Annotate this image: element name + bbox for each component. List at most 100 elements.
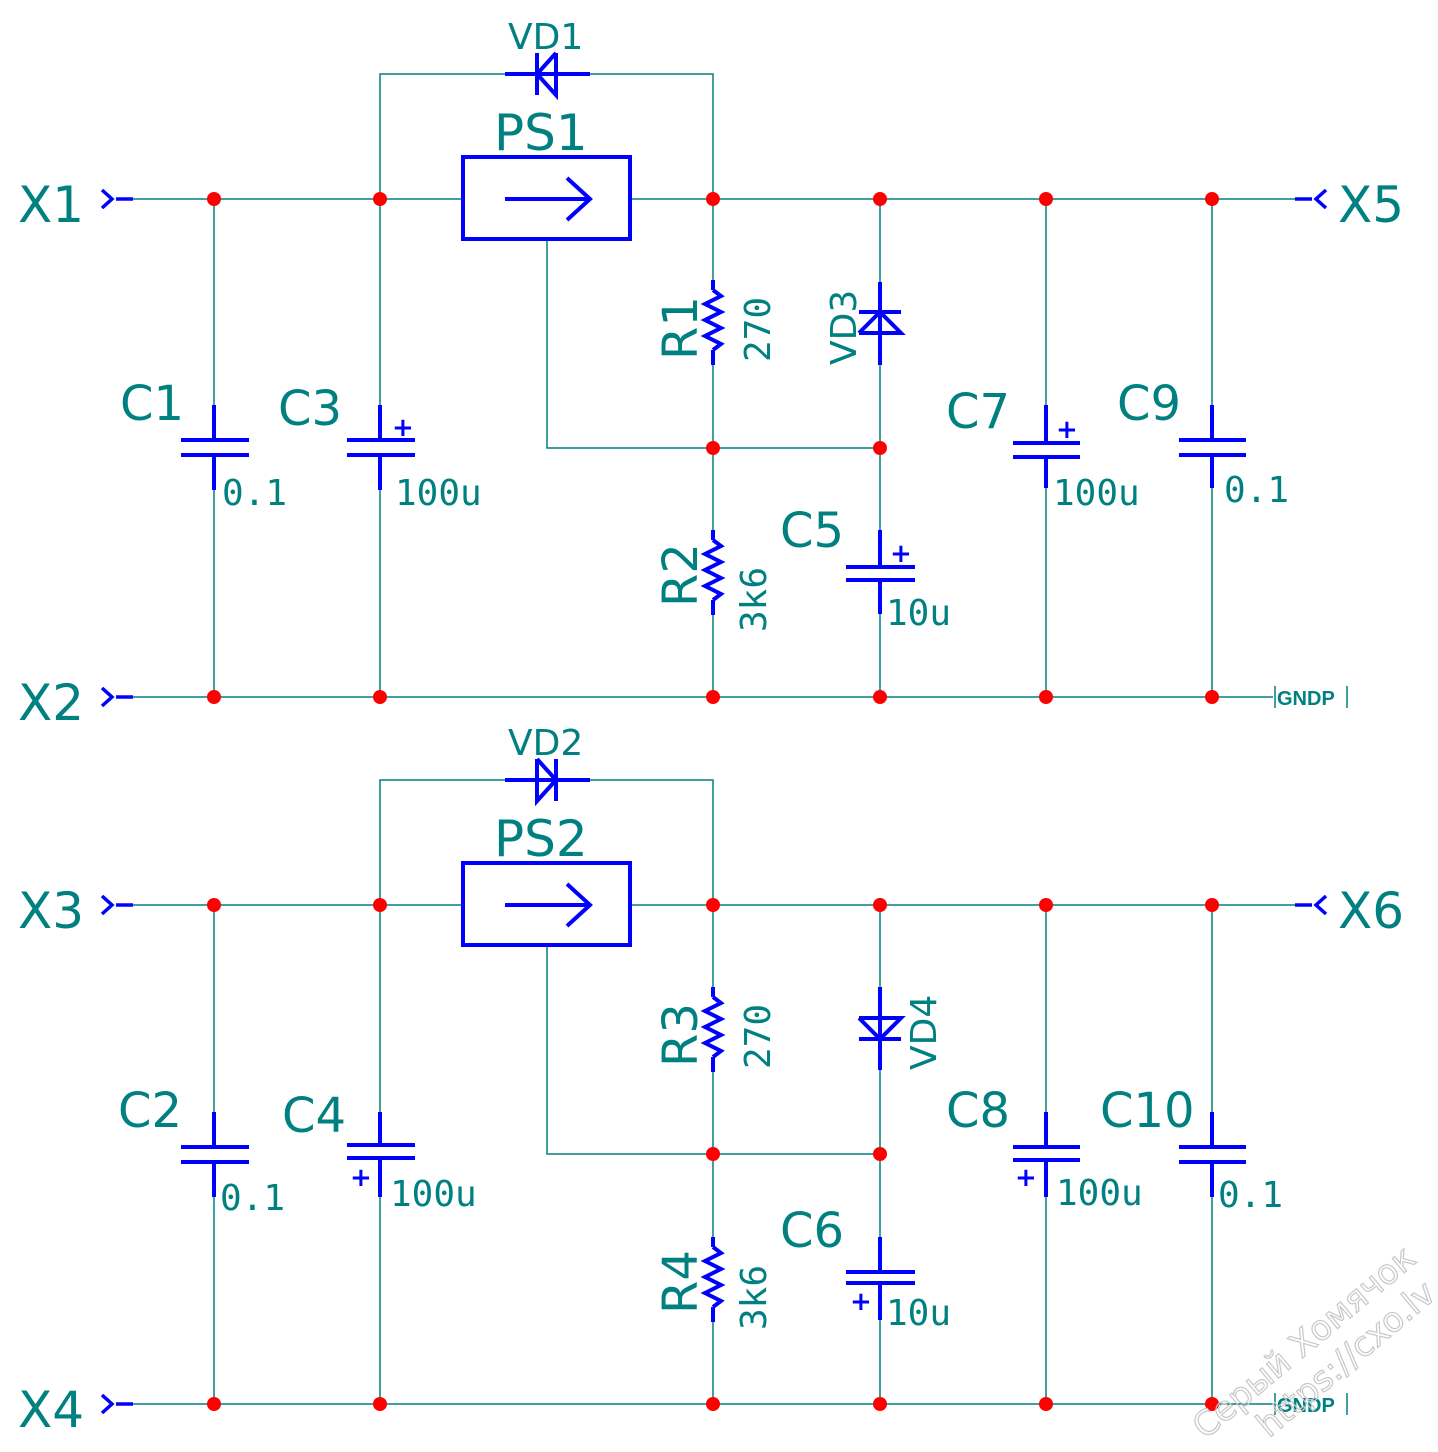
connector-x1[interactable]: X1 bbox=[18, 176, 133, 234]
label-ps1: PS1 bbox=[494, 104, 588, 162]
junction-dot bbox=[207, 1397, 221, 1411]
regulator-ps1[interactable]: PS1 bbox=[461, 104, 632, 241]
junction-dot bbox=[1205, 898, 1219, 912]
junction-dot bbox=[1205, 1397, 1219, 1411]
junction-dot bbox=[706, 192, 720, 206]
wire-vd1-right bbox=[590, 73, 714, 199]
label-c7: C7 bbox=[946, 384, 1010, 440]
plus-icon: + bbox=[890, 539, 912, 569]
label-r2: R2 bbox=[653, 543, 709, 607]
connector-x6[interactable]: X6 bbox=[1295, 882, 1404, 940]
value-r4: 3k6 bbox=[734, 1265, 775, 1330]
capacitor-c2[interactable]: C2 0.1 bbox=[118, 1083, 285, 1219]
junction-dot bbox=[873, 441, 887, 455]
junction-dot bbox=[873, 690, 887, 704]
resistor-zigzag-icon bbox=[700, 995, 726, 1059]
arrow-head bbox=[565, 882, 593, 928]
diode-vd1[interactable]: VD1 bbox=[505, 17, 590, 101]
channel-upper: X1 X2 X5 VD1 PS1 bbox=[18, 17, 1404, 732]
junction-dot bbox=[706, 690, 720, 704]
label-c3: C3 bbox=[278, 381, 342, 437]
capacitor-c6[interactable]: + C6 10u bbox=[780, 1203, 951, 1334]
value-c7: 100u bbox=[1053, 473, 1140, 514]
gnd-label: GNDP bbox=[1277, 688, 1335, 710]
junction-dot bbox=[873, 1147, 887, 1161]
label-c10: C10 bbox=[1100, 1083, 1195, 1139]
junction-dot bbox=[873, 898, 887, 912]
capacitor-c5[interactable]: + C5 10u bbox=[780, 503, 951, 634]
junction-dot bbox=[1039, 192, 1053, 206]
connector-x5[interactable]: X5 bbox=[1295, 176, 1404, 234]
resistor-r4[interactable]: R4 3k6 bbox=[653, 1237, 775, 1330]
regulator-body bbox=[461, 155, 632, 241]
resistor-zigzag-icon bbox=[700, 288, 726, 352]
value-c8: 100u bbox=[1056, 1173, 1143, 1214]
connector-x4[interactable]: X4 bbox=[18, 1381, 133, 1439]
ground-net-label-lower: GNDP bbox=[1274, 1393, 1348, 1417]
resistor-zigzag-icon bbox=[700, 1245, 726, 1309]
connector-arrow-icon bbox=[1313, 188, 1328, 210]
value-r2: 3k6 bbox=[734, 567, 775, 632]
label-vd1: VD1 bbox=[508, 17, 583, 58]
diode-vd2[interactable]: VD2 bbox=[505, 723, 590, 807]
junction-dot bbox=[1205, 690, 1219, 704]
capacitor-c10[interactable]: C10 0.1 bbox=[1100, 1083, 1283, 1216]
junction-dot bbox=[1039, 690, 1053, 704]
connector-label-x5: X5 bbox=[1338, 176, 1404, 234]
connector-arrow-icon bbox=[1313, 894, 1328, 916]
diode-triangle-icon bbox=[535, 757, 559, 807]
junction-dot bbox=[706, 898, 720, 912]
capacitor-c7[interactable]: + C7 100u bbox=[946, 384, 1140, 514]
junction-dot bbox=[1039, 898, 1053, 912]
connector-label-x3: X3 bbox=[18, 882, 84, 940]
capacitor-c9[interactable]: C9 0.1 bbox=[1117, 376, 1289, 511]
channel-lower: X3 X4 X6 VD2 PS2 C2 bbox=[18, 723, 1404, 1439]
label-c4: C4 bbox=[282, 1088, 346, 1144]
regulator-body bbox=[461, 861, 632, 947]
plus-icon: + bbox=[850, 1287, 872, 1317]
value-r1: 270 bbox=[738, 297, 779, 362]
junction-dot bbox=[373, 690, 387, 704]
value-c10: 0.1 bbox=[1218, 1175, 1283, 1216]
diode-vd4[interactable]: VD4 bbox=[857, 987, 945, 1070]
arrow-head bbox=[565, 176, 593, 222]
connector-x3[interactable]: X3 bbox=[18, 882, 133, 940]
junction-dot bbox=[207, 192, 221, 206]
plus-icon: + bbox=[1056, 415, 1078, 445]
label-vd3: VD3 bbox=[824, 290, 865, 365]
junction-dot bbox=[1205, 192, 1219, 206]
wires-upper bbox=[133, 73, 1295, 698]
junction-dot bbox=[373, 898, 387, 912]
label-c5: C5 bbox=[780, 503, 844, 559]
regulator-ps2[interactable]: PS2 bbox=[461, 810, 632, 947]
capacitor-c8[interactable]: + C8 100u bbox=[946, 1083, 1143, 1214]
connector-arrow-icon bbox=[100, 188, 115, 210]
connector-label-x2: X2 bbox=[18, 674, 84, 732]
capacitor-c3[interactable]: + C3 100u bbox=[278, 381, 482, 514]
diode-vd3[interactable]: VD3 bbox=[824, 282, 906, 365]
watermark: Серый Хомячок https://cxo.lv bbox=[1184, 1237, 1438, 1447]
resistor-zigzag-icon bbox=[700, 538, 726, 602]
label-c6: C6 bbox=[780, 1203, 844, 1259]
resistor-r2[interactable]: R2 3k6 bbox=[653, 530, 775, 632]
capacitor-c1[interactable]: C1 0.1 bbox=[120, 376, 287, 514]
wire-adj bbox=[546, 240, 880, 449]
resistor-r1[interactable]: R1 270 bbox=[653, 280, 779, 365]
junctions-lower bbox=[207, 898, 1219, 1411]
value-c6: 10u bbox=[886, 1293, 951, 1334]
diode-triangle-icon bbox=[857, 309, 906, 335]
gnd-label: GNDP bbox=[1277, 1395, 1335, 1417]
connector-x2[interactable]: X2 bbox=[18, 674, 133, 732]
value-c1: 0.1 bbox=[222, 473, 287, 514]
junctions-upper bbox=[207, 192, 1219, 704]
label-c8: C8 bbox=[946, 1083, 1010, 1139]
junction-dot bbox=[706, 1397, 720, 1411]
junction-dot bbox=[706, 1147, 720, 1161]
wire-vd1-left bbox=[379, 73, 505, 199]
wire-vd2-left bbox=[379, 779, 505, 905]
capacitor-c4[interactable]: + C4 100u bbox=[282, 1088, 477, 1215]
connector-arrow-icon bbox=[100, 894, 115, 916]
resistor-r3[interactable]: R3 270 bbox=[653, 987, 779, 1072]
